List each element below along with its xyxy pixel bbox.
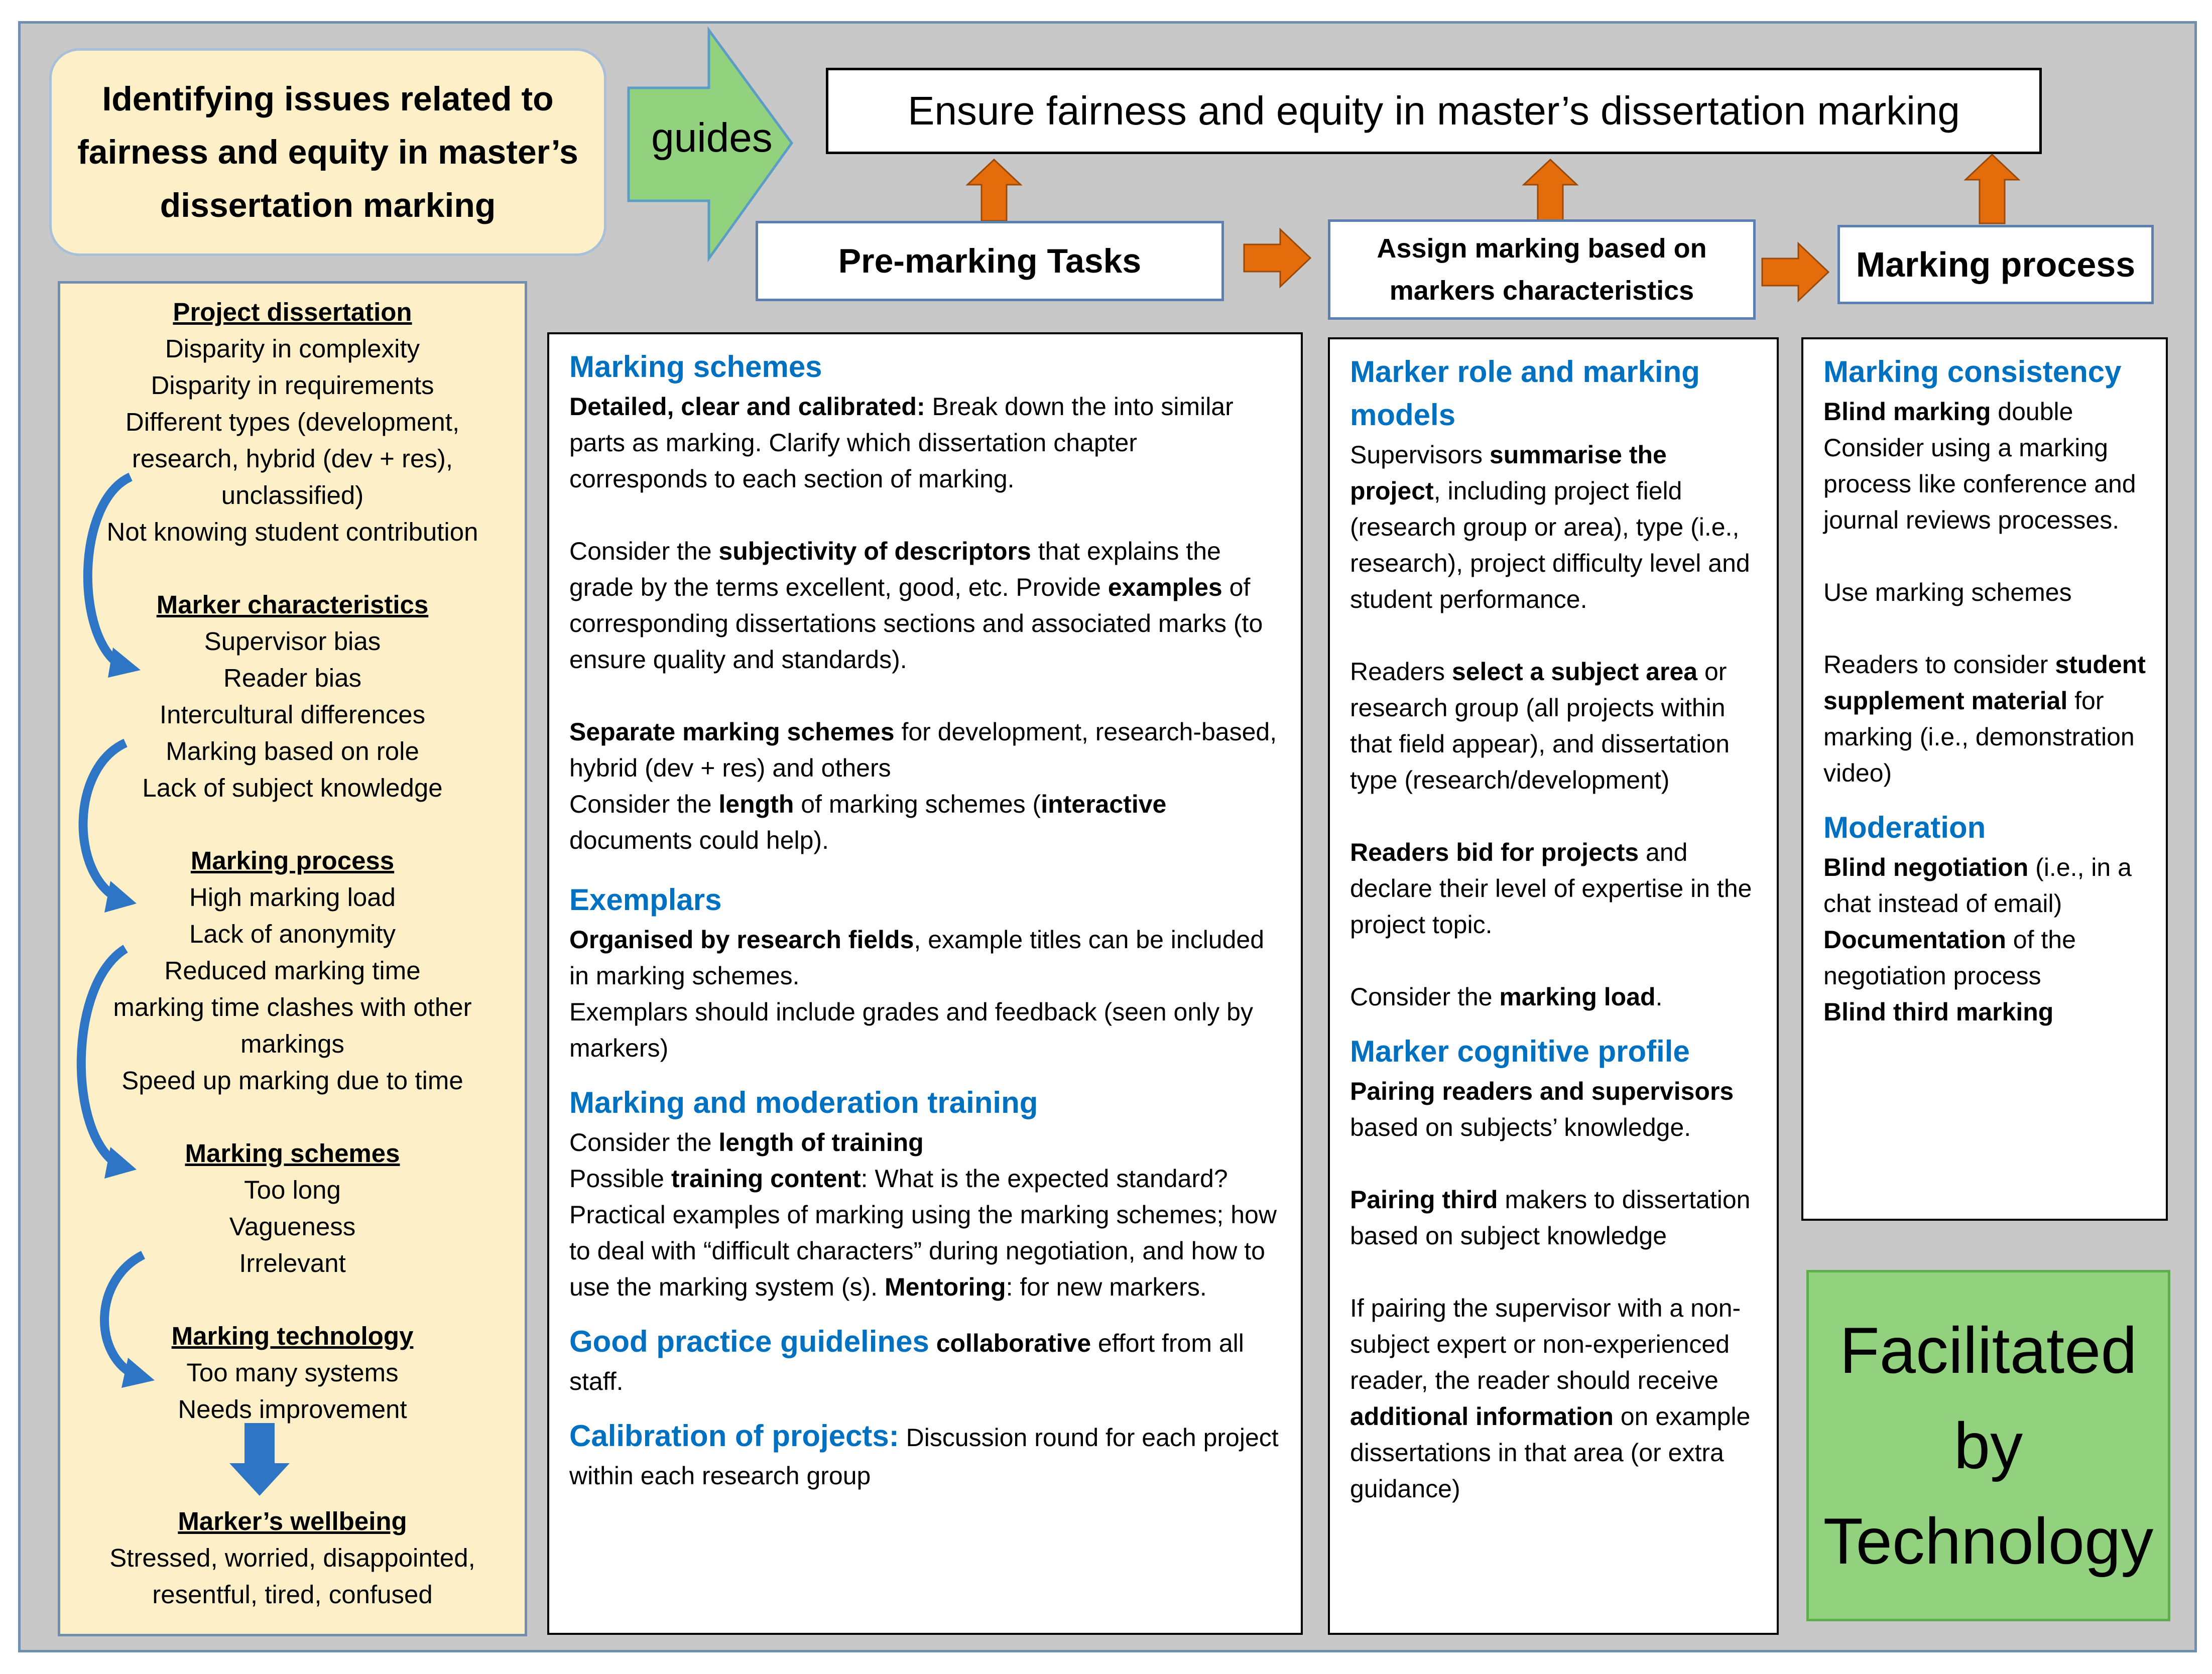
issue-item: Too long xyxy=(244,1176,341,1204)
issue-group: Project dissertation Disparity in comple… xyxy=(60,294,525,550)
issue-heading: Marker’s wellbeing xyxy=(178,1507,407,1535)
up-arrow-icon xyxy=(965,158,1023,222)
paragraph: Exemplars should include grades and feed… xyxy=(569,998,1253,1062)
section-heading: Marker role and marking models xyxy=(1350,355,1700,432)
issue-group: Marking schemes Too long Vagueness Irrel… xyxy=(60,1135,525,1281)
paragraph: Consider using a marking process like co… xyxy=(1823,434,2136,534)
issue-item: Vagueness xyxy=(229,1212,356,1241)
issue-item: Reduced marking time xyxy=(164,956,421,985)
paragraph: Pairing third makers to dissertation bas… xyxy=(1350,1186,1751,1250)
issue-item: Disparity in requirements xyxy=(151,371,434,400)
guides-label: guides xyxy=(651,115,773,161)
facilitated-text: Facilitated by Technology xyxy=(1823,1314,2154,1578)
title-box: Identifying issues related to fairness a… xyxy=(49,48,606,256)
issue-item: Lack of anonymity xyxy=(189,920,396,948)
paragraph: Supervisors summarise the project, inclu… xyxy=(1350,441,1750,613)
issue-item: Marking based on role xyxy=(166,737,419,765)
issue-heading: Marking schemes xyxy=(185,1139,400,1168)
pre-marking-column: Marking schemes Detailed, clear and cali… xyxy=(547,332,1303,1635)
paragraph: Calibration of projects: Discussion roun… xyxy=(569,1419,1279,1490)
paragraph: Blind negotiation (i.e., in a chat inste… xyxy=(1823,853,2132,918)
curved-arrow-icon xyxy=(76,945,137,1179)
issue-item: Not knowing student contribution xyxy=(106,518,478,546)
issue-item: Too many systems xyxy=(186,1358,399,1387)
issue-item: Supervisor bias xyxy=(204,627,381,656)
section-heading: Exemplars xyxy=(569,883,722,917)
paragraph: Blind marking double xyxy=(1823,398,2073,426)
section-heading: Marking consistency xyxy=(1823,355,2122,389)
stage-process-label: Marking process xyxy=(1856,245,2136,284)
assign-column: Marker role and marking models Superviso… xyxy=(1328,337,1779,1635)
paragraph: Good practice guidelines collaborative e… xyxy=(569,1325,1244,1395)
paragraph: Documentation of the negotiation process xyxy=(1823,926,2076,990)
guides-arrow xyxy=(627,26,794,263)
paragraph: Consider the marking load. xyxy=(1350,983,1663,1011)
goal-text: Ensure fairness and equity in master’s d… xyxy=(908,88,1960,133)
goal-box: Ensure fairness and equity in master’s d… xyxy=(826,68,2042,154)
paragraph: Consider the subjectivity of descriptors… xyxy=(569,537,1263,674)
paragraph: Blind third marking xyxy=(1823,998,2054,1026)
paragraph: Readers to consider student supplement m… xyxy=(1823,651,2146,787)
issue-group: Marker characteristics Supervisor bias R… xyxy=(60,586,525,806)
stage-assign: Assign marking based on markers characte… xyxy=(1328,219,1756,320)
curved-arrow-icon xyxy=(83,472,141,678)
paragraph: Detailed, clear and calibrated: Break do… xyxy=(569,393,1234,493)
title-text: Identifying issues related to fairness a… xyxy=(77,80,578,224)
paragraph: Pairing readers and supervisors based on… xyxy=(1350,1077,1734,1141)
issue-group: Marker’s wellbeing Stressed, worried, di… xyxy=(60,1503,525,1613)
paragraph: Consider the length of marking schemes (… xyxy=(569,790,1167,854)
issues-column: Project dissertation Disparity in comple… xyxy=(58,281,527,1636)
issue-heading: Marking process xyxy=(190,846,395,875)
issue-group: Marking process High marking load Lack o… xyxy=(60,842,525,1099)
curved-arrow-icon xyxy=(78,738,137,913)
section-heading: Moderation xyxy=(1823,811,1986,844)
paragraph: If pairing the supervisor with a non-sub… xyxy=(1350,1294,1751,1503)
marking-process-column: Marking consistency Blind marking double… xyxy=(1801,337,2168,1221)
issue-item: Stressed, worried, disappointed, resentf… xyxy=(109,1543,475,1609)
issue-item: Needs improvement xyxy=(178,1395,407,1424)
stage-assign-label: Assign marking based on markers characte… xyxy=(1377,233,1707,306)
section-heading: Marker cognitive profile xyxy=(1350,1035,1690,1068)
issue-item: Speed up marking due to time xyxy=(121,1066,463,1095)
paragraph: Possible training content: What is the e… xyxy=(569,1165,1277,1301)
section-heading: Marking schemes xyxy=(569,350,822,383)
facilitated-by-technology-box: Facilitated by Technology xyxy=(1806,1270,2170,1621)
section-heading: Marking and moderation training xyxy=(569,1086,1038,1119)
issue-group: Marking technology Too many systems Need… xyxy=(60,1318,525,1428)
issue-item: Disparity in complexity xyxy=(165,334,420,363)
issue-item: High marking load xyxy=(189,883,396,912)
stage-pre-marking: Pre-marking Tasks xyxy=(756,221,1224,301)
down-arrow-icon xyxy=(229,1423,290,1496)
paragraph: Use marking schemes xyxy=(1823,578,2072,606)
issue-item: Lack of subject knowledge xyxy=(142,774,443,802)
right-arrow-icon xyxy=(1761,241,1830,303)
paragraph: Organised by research fields, example ti… xyxy=(569,926,1265,990)
curved-arrow-icon xyxy=(100,1250,155,1388)
paragraph: Separate marking schemes for development… xyxy=(569,718,1277,782)
stage-pre-marking-label: Pre-marking Tasks xyxy=(838,242,1142,280)
up-arrow-icon xyxy=(1963,153,2021,224)
up-arrow-icon xyxy=(1522,158,1579,222)
issue-heading: Project dissertation xyxy=(173,298,412,326)
right-arrow-icon xyxy=(1243,227,1312,289)
stage-marking-process: Marking process xyxy=(1837,225,2154,304)
issue-item: marking time clashes with other markings xyxy=(113,993,472,1058)
paragraph: Consider the length of training xyxy=(569,1128,924,1156)
issue-heading: Marking technology xyxy=(171,1322,414,1350)
issue-heading: Marker characteristics xyxy=(156,590,429,619)
issue-item: Intercultural differences xyxy=(159,700,426,729)
issue-item: Different types (development, research, … xyxy=(125,408,460,509)
paragraph: Readers bid for projects and declare the… xyxy=(1350,838,1752,939)
paragraph: Readers select a subject area or researc… xyxy=(1350,658,1730,794)
issue-item: Reader bias xyxy=(223,664,361,692)
issue-item: Irrelevant xyxy=(239,1249,346,1277)
